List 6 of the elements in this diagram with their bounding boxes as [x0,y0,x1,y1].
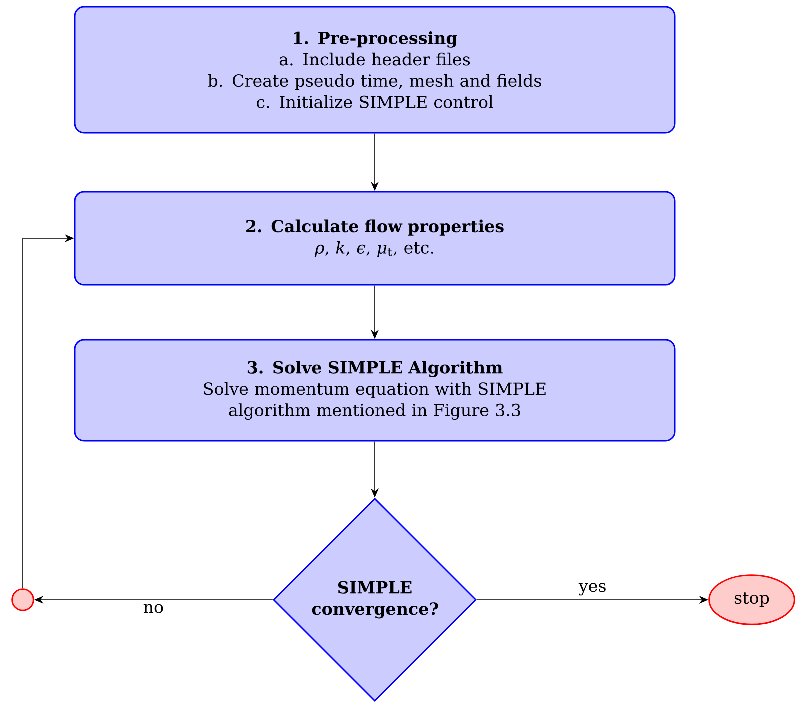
process-box: 2. Calculate flow properties ρ, k, ϵ, μ$_{t}$, etc. [74,191,676,286]
edge-label: yes [578,582,608,598]
process-box: 1. Pre-processing a. Include header files b. Create pseudo time, mesh and fields c. Initialize SIMPLE control [74,6,676,134]
connector-circle [12,588,34,612]
edge-label: no [142,602,166,615]
process-box: 3. Solve SIMPLE Algorithm Solve momentum equation with SIMPLE algorithm mentioned in Figure 3.3 [74,339,676,442]
